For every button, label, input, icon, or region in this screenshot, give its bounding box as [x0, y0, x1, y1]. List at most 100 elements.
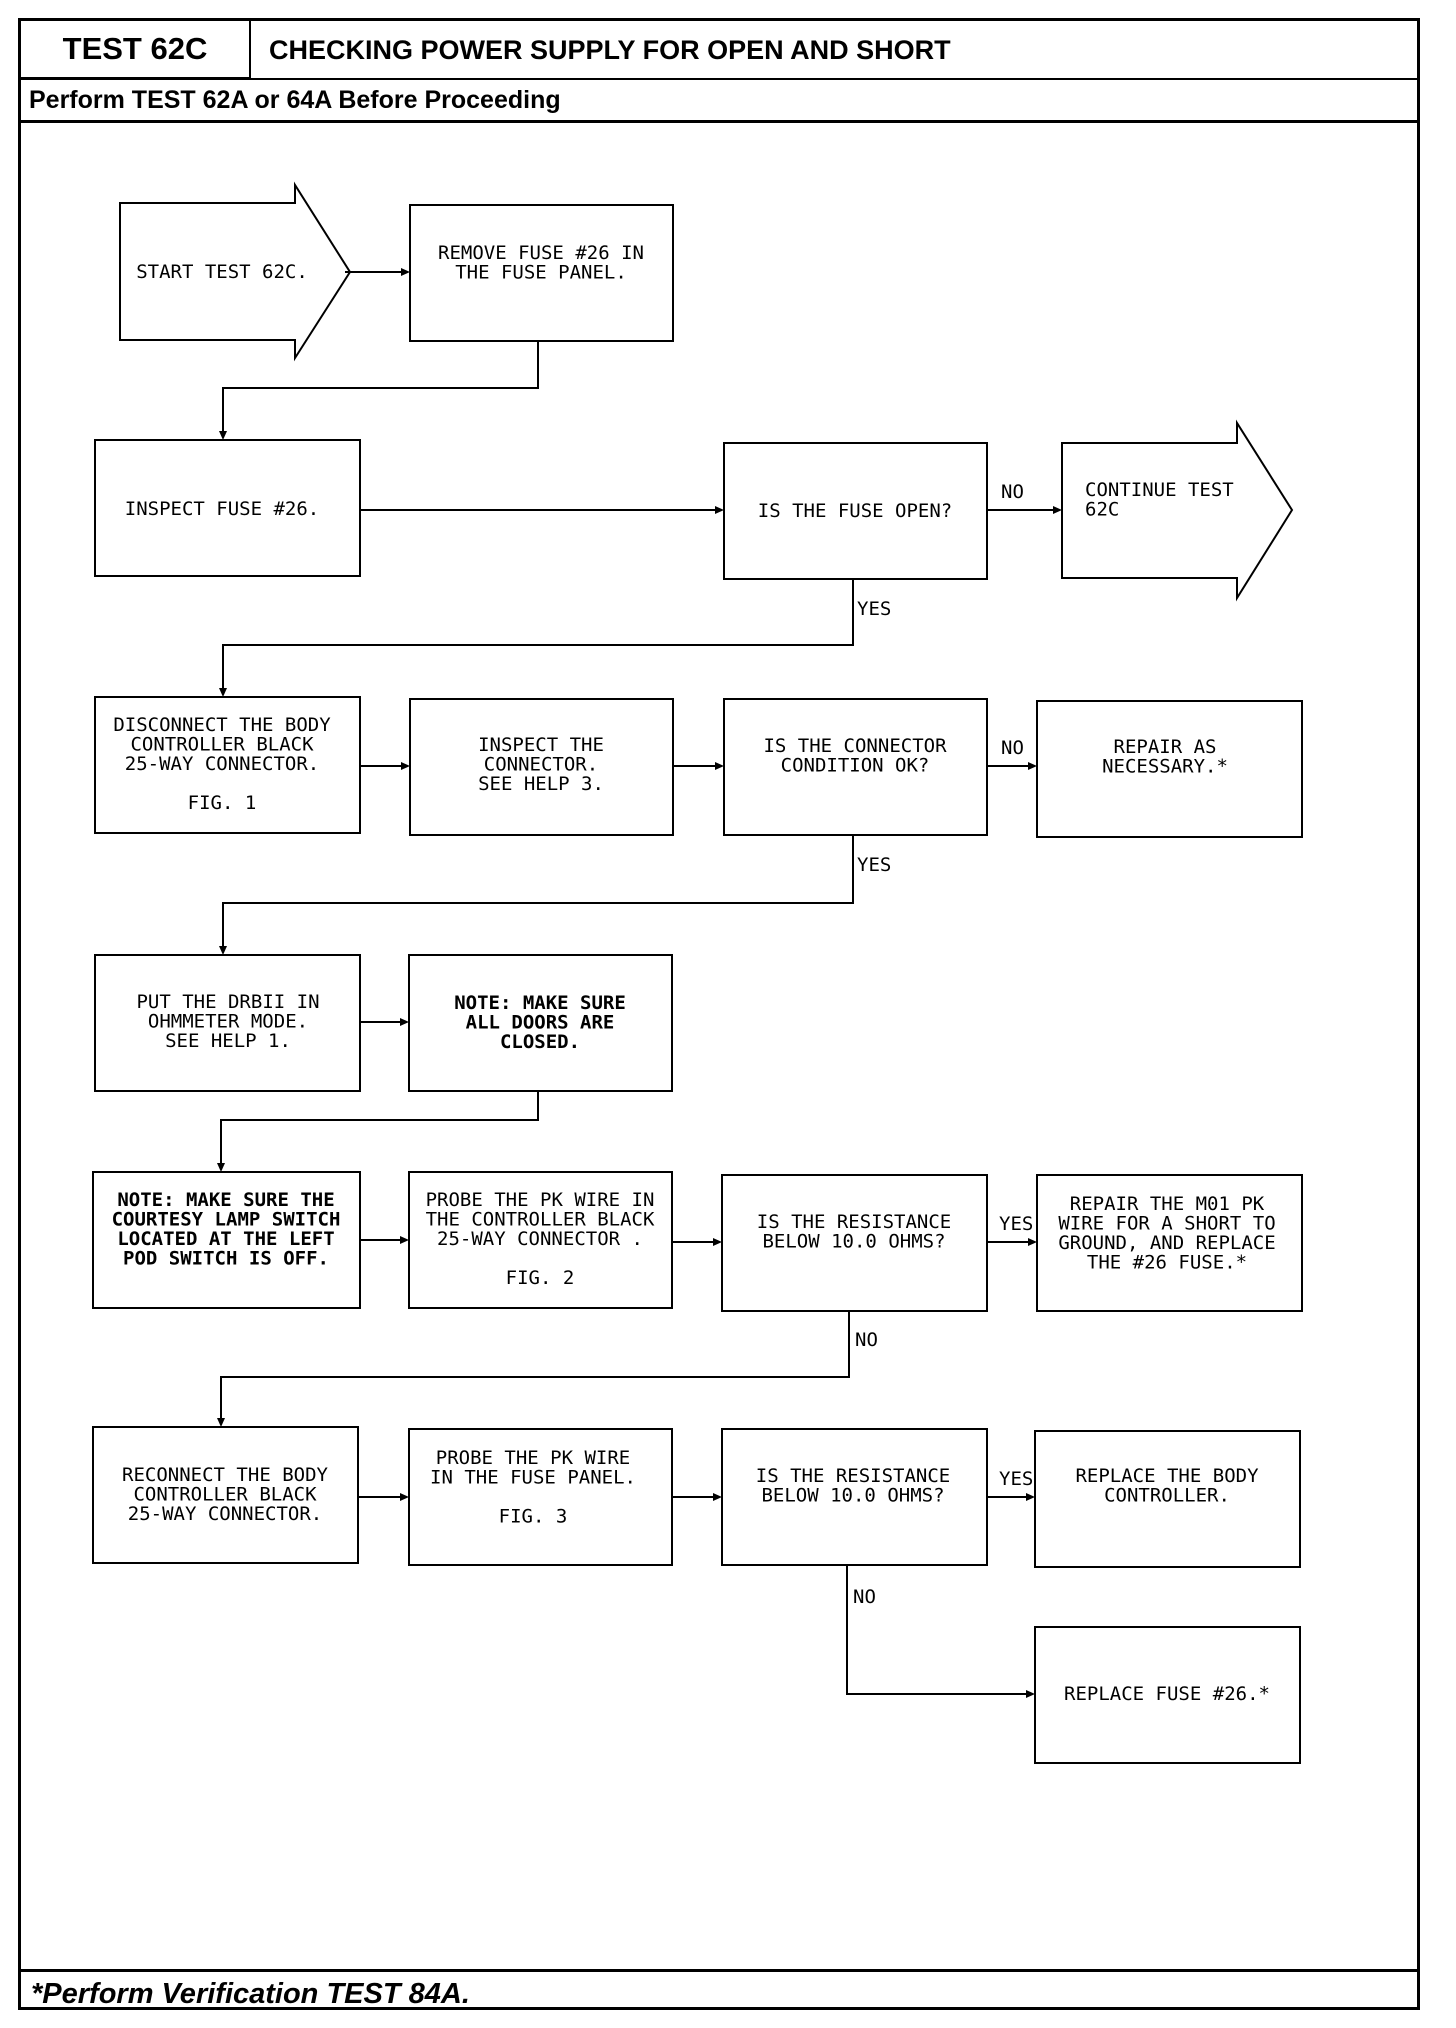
text-line: 25-WAY CONNECTOR. — [128, 1503, 322, 1525]
box-inspect-fuse — [94, 439, 361, 577]
continue-arrow-shape — [1061, 419, 1294, 602]
box-note-doors — [408, 954, 673, 1092]
text-line: FIG. 1 — [188, 792, 257, 814]
text-line: POD SWITCH IS OFF. — [123, 1248, 329, 1270]
box-inspect-connector — [409, 698, 674, 836]
text-line: SEE HELP 1. — [165, 1030, 291, 1052]
text-line: CONTROLLER. — [1104, 1485, 1230, 1507]
text-line: FIG. 3 — [499, 1506, 568, 1528]
header-divider-bottom — [21, 120, 1417, 123]
box-remove-fuse — [409, 204, 674, 342]
decision-fuse-open — [723, 442, 988, 580]
box-reconnect — [92, 1426, 359, 1564]
box-replace-fuse — [1034, 1626, 1301, 1764]
connectors — [217, 268, 1062, 1698]
text-line: THE CONTROLLER BLACK — [426, 1209, 655, 1231]
text-line: CONTINUE TEST — [1085, 479, 1234, 501]
text-line: REPAIR AS — [1114, 736, 1217, 758]
text-line: REPAIR THE M01 PK — [1070, 1193, 1265, 1215]
prerequisite-note: Perform TEST 62A or 64A Before Proceedin… — [29, 86, 561, 114]
text-line: 25-WAY CONNECTOR . — [437, 1228, 643, 1250]
text-line: COURTESY LAMP SWITCH — [112, 1209, 341, 1231]
text-line: IS THE RESISTANCE — [757, 1211, 951, 1233]
decision-resistance-2 — [721, 1428, 988, 1566]
text-line: BELOW 10.0 OHMS? — [762, 1231, 945, 1253]
label-yes-resistance-1: YES — [999, 1213, 1033, 1235]
label-yes-connector: YES — [857, 854, 891, 876]
inspect-fuse-text: INSPECT FUSE #26. — [125, 498, 319, 520]
fuse-open-question: IS THE FUSE OPEN? — [758, 500, 952, 522]
text-line: THE FUSE PANEL. — [455, 262, 627, 284]
text-line: IS THE CONNECTOR — [763, 735, 947, 757]
text-line: 62C — [1085, 499, 1119, 521]
text-line: REMOVE FUSE #26 IN — [438, 242, 644, 264]
page-title: CHECKING POWER SUPPLY FOR OPEN AND SHORT — [269, 35, 951, 65]
box-repair — [1036, 700, 1303, 838]
text-line: INSPECT FUSE #26. — [125, 498, 319, 520]
box-probe-pk-fuse — [408, 1428, 673, 1566]
text-line: IS THE FUSE OPEN? — [758, 500, 952, 522]
start-text: START TEST 62C. — [136, 261, 308, 283]
decision-resistance-1 — [721, 1174, 988, 1312]
box-repair-m01 — [1036, 1174, 1303, 1312]
text-line: ALL DOORS ARE — [466, 1012, 615, 1034]
label-yes-resistance-2: YES — [999, 1468, 1033, 1490]
replace-fuse-text: REPLACE FUSE #26.* — [1064, 1683, 1270, 1705]
text-line: GROUND, AND REPLACE — [1058, 1232, 1275, 1254]
footer-note: *Perform Verification TEST 84A. — [31, 1978, 470, 2010]
text-line: OHMMETER MODE. — [148, 1011, 308, 1033]
text-line: CONNECTOR. — [484, 754, 598, 776]
footer-divider — [21, 1969, 1417, 1972]
text-line: NOTE: MAKE SURE THE — [117, 1189, 334, 1211]
text-line: DISCONNECT THE BODY — [113, 714, 331, 736]
text-line: RECONNECT THE BODY — [122, 1464, 328, 1486]
text-line: REPLACE THE BODY — [1075, 1465, 1259, 1487]
label-no-resistance-1: NO — [855, 1329, 878, 1351]
text-line: SEE HELP 3. — [478, 773, 604, 795]
start-arrow-shape — [119, 181, 352, 362]
text-line: CONTROLLER BLACK — [130, 734, 314, 756]
text-line: BELOW 10.0 OHMS? — [761, 1485, 944, 1507]
label-yes-fuse: YES — [857, 598, 891, 620]
text-line: PROBE THE PK WIRE — [436, 1447, 630, 1469]
text-line: IS THE RESISTANCE — [756, 1465, 950, 1487]
label-no-resistance-2: NO — [853, 1586, 876, 1608]
text-line: NECESSARY.* — [1102, 756, 1228, 778]
text-line: WIRE FOR A SHORT TO — [1058, 1213, 1275, 1235]
label-no-fuse: NO — [1001, 481, 1024, 503]
text-line: LOCATED AT THE LEFT — [117, 1228, 334, 1250]
text-line: INSPECT THE — [478, 734, 604, 756]
text-line: CONTROLLER BLACK — [133, 1484, 317, 1506]
box-disconnect — [94, 696, 361, 834]
text-line: CLOSED. — [500, 1031, 580, 1053]
box-put-drbii — [94, 954, 361, 1092]
text-line: IN THE FUSE PANEL. — [430, 1467, 636, 1489]
text-line: FIG. 2 — [506, 1267, 575, 1289]
text-line: CONDITION OK? — [781, 755, 930, 777]
text-line: PUT THE DRBII IN — [136, 991, 319, 1013]
box-probe-pk-connector — [408, 1171, 673, 1309]
text-line: REPLACE FUSE #26.* — [1064, 1683, 1270, 1705]
text-line: NOTE: MAKE SURE — [454, 992, 626, 1014]
box-note-courtesy — [92, 1171, 361, 1309]
header-divider — [21, 78, 1417, 80]
label-no-connector: NO — [1001, 737, 1024, 759]
text-line: 25-WAY CONNECTOR. — [125, 753, 319, 775]
decision-connector-ok — [723, 698, 988, 836]
